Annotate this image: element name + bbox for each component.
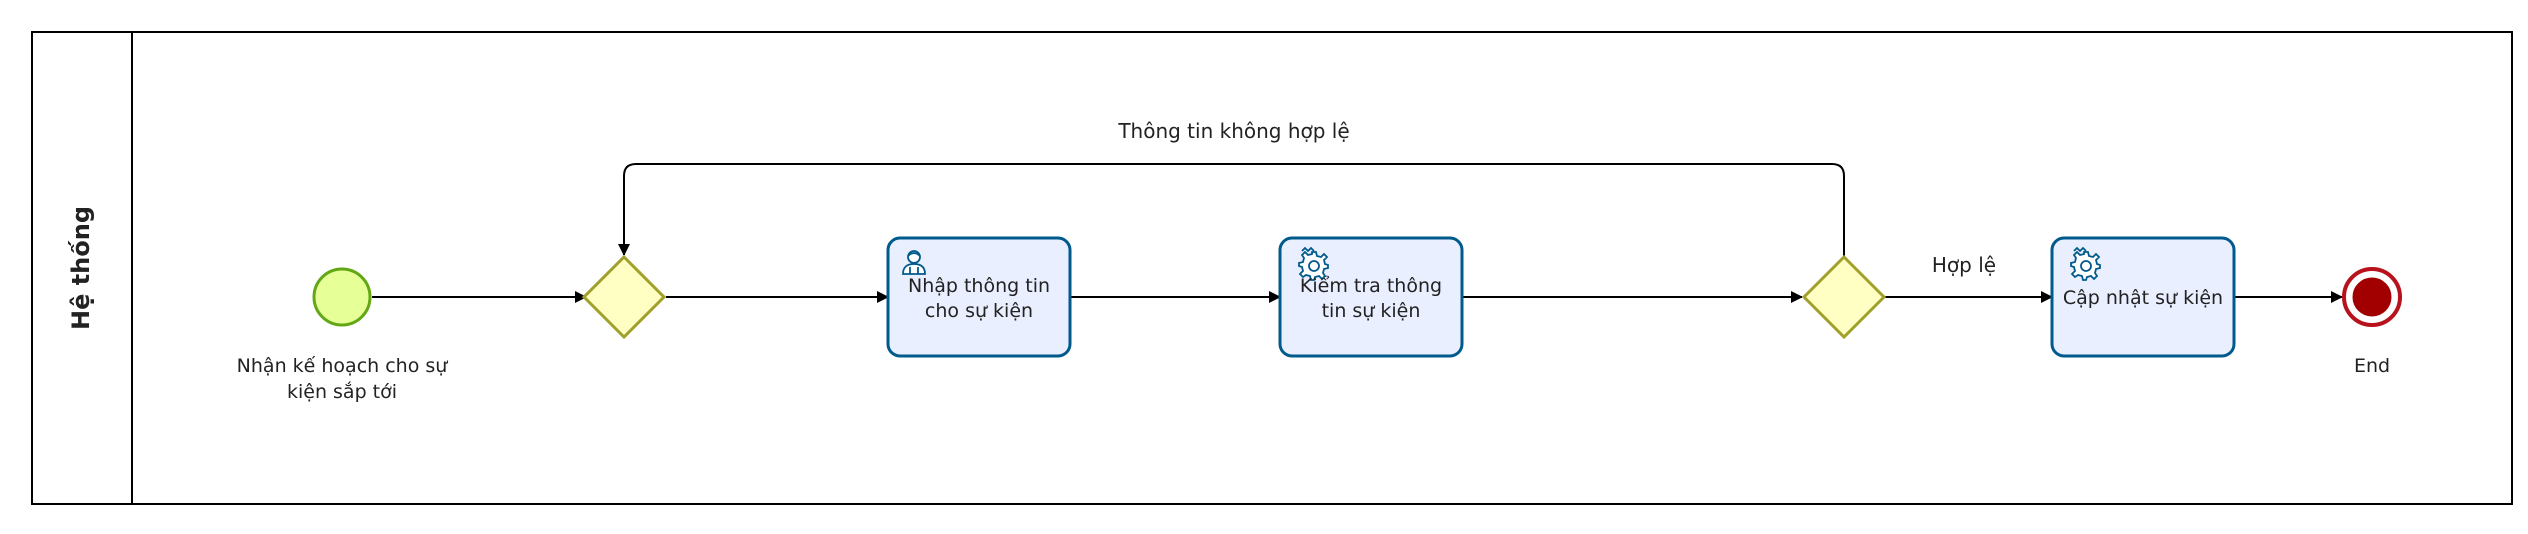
task-input-event-info[interactable] [886,236,1072,358]
lane-title: Hệ thống [67,206,95,330]
end-event-label: End [2354,355,2390,377]
gear-icon [1298,246,1329,281]
start-event-label-line2: kiện sắp tới [287,380,397,403]
start-event-label-line1: Nhận kế hoạch cho sự [237,355,449,377]
flow-invalid-loop[interactable] [618,163,1845,257]
gear-icon [2070,246,2101,281]
merge-gateway[interactable] [581,254,667,340]
decision-gateway[interactable] [1801,254,1887,340]
task-check-label-line1: Kiểm tra thông [1300,275,1442,297]
flow-label-invalid: Thông tin không hợp lệ [1117,119,1349,143]
task-check-label-line2: tin sự kiện [1322,300,1421,322]
task-update-label: Cập nhật sự kiện [2063,287,2223,309]
flow-label-valid: Hợp lệ [1932,253,1996,277]
end-event-inner [2349,274,2395,320]
start-event[interactable] [312,267,372,327]
task-input-label-line1: Nhập thông tin [908,275,1050,297]
task-input-label-line2: cho sự kiện [925,300,1033,322]
user-icon [902,250,926,275]
